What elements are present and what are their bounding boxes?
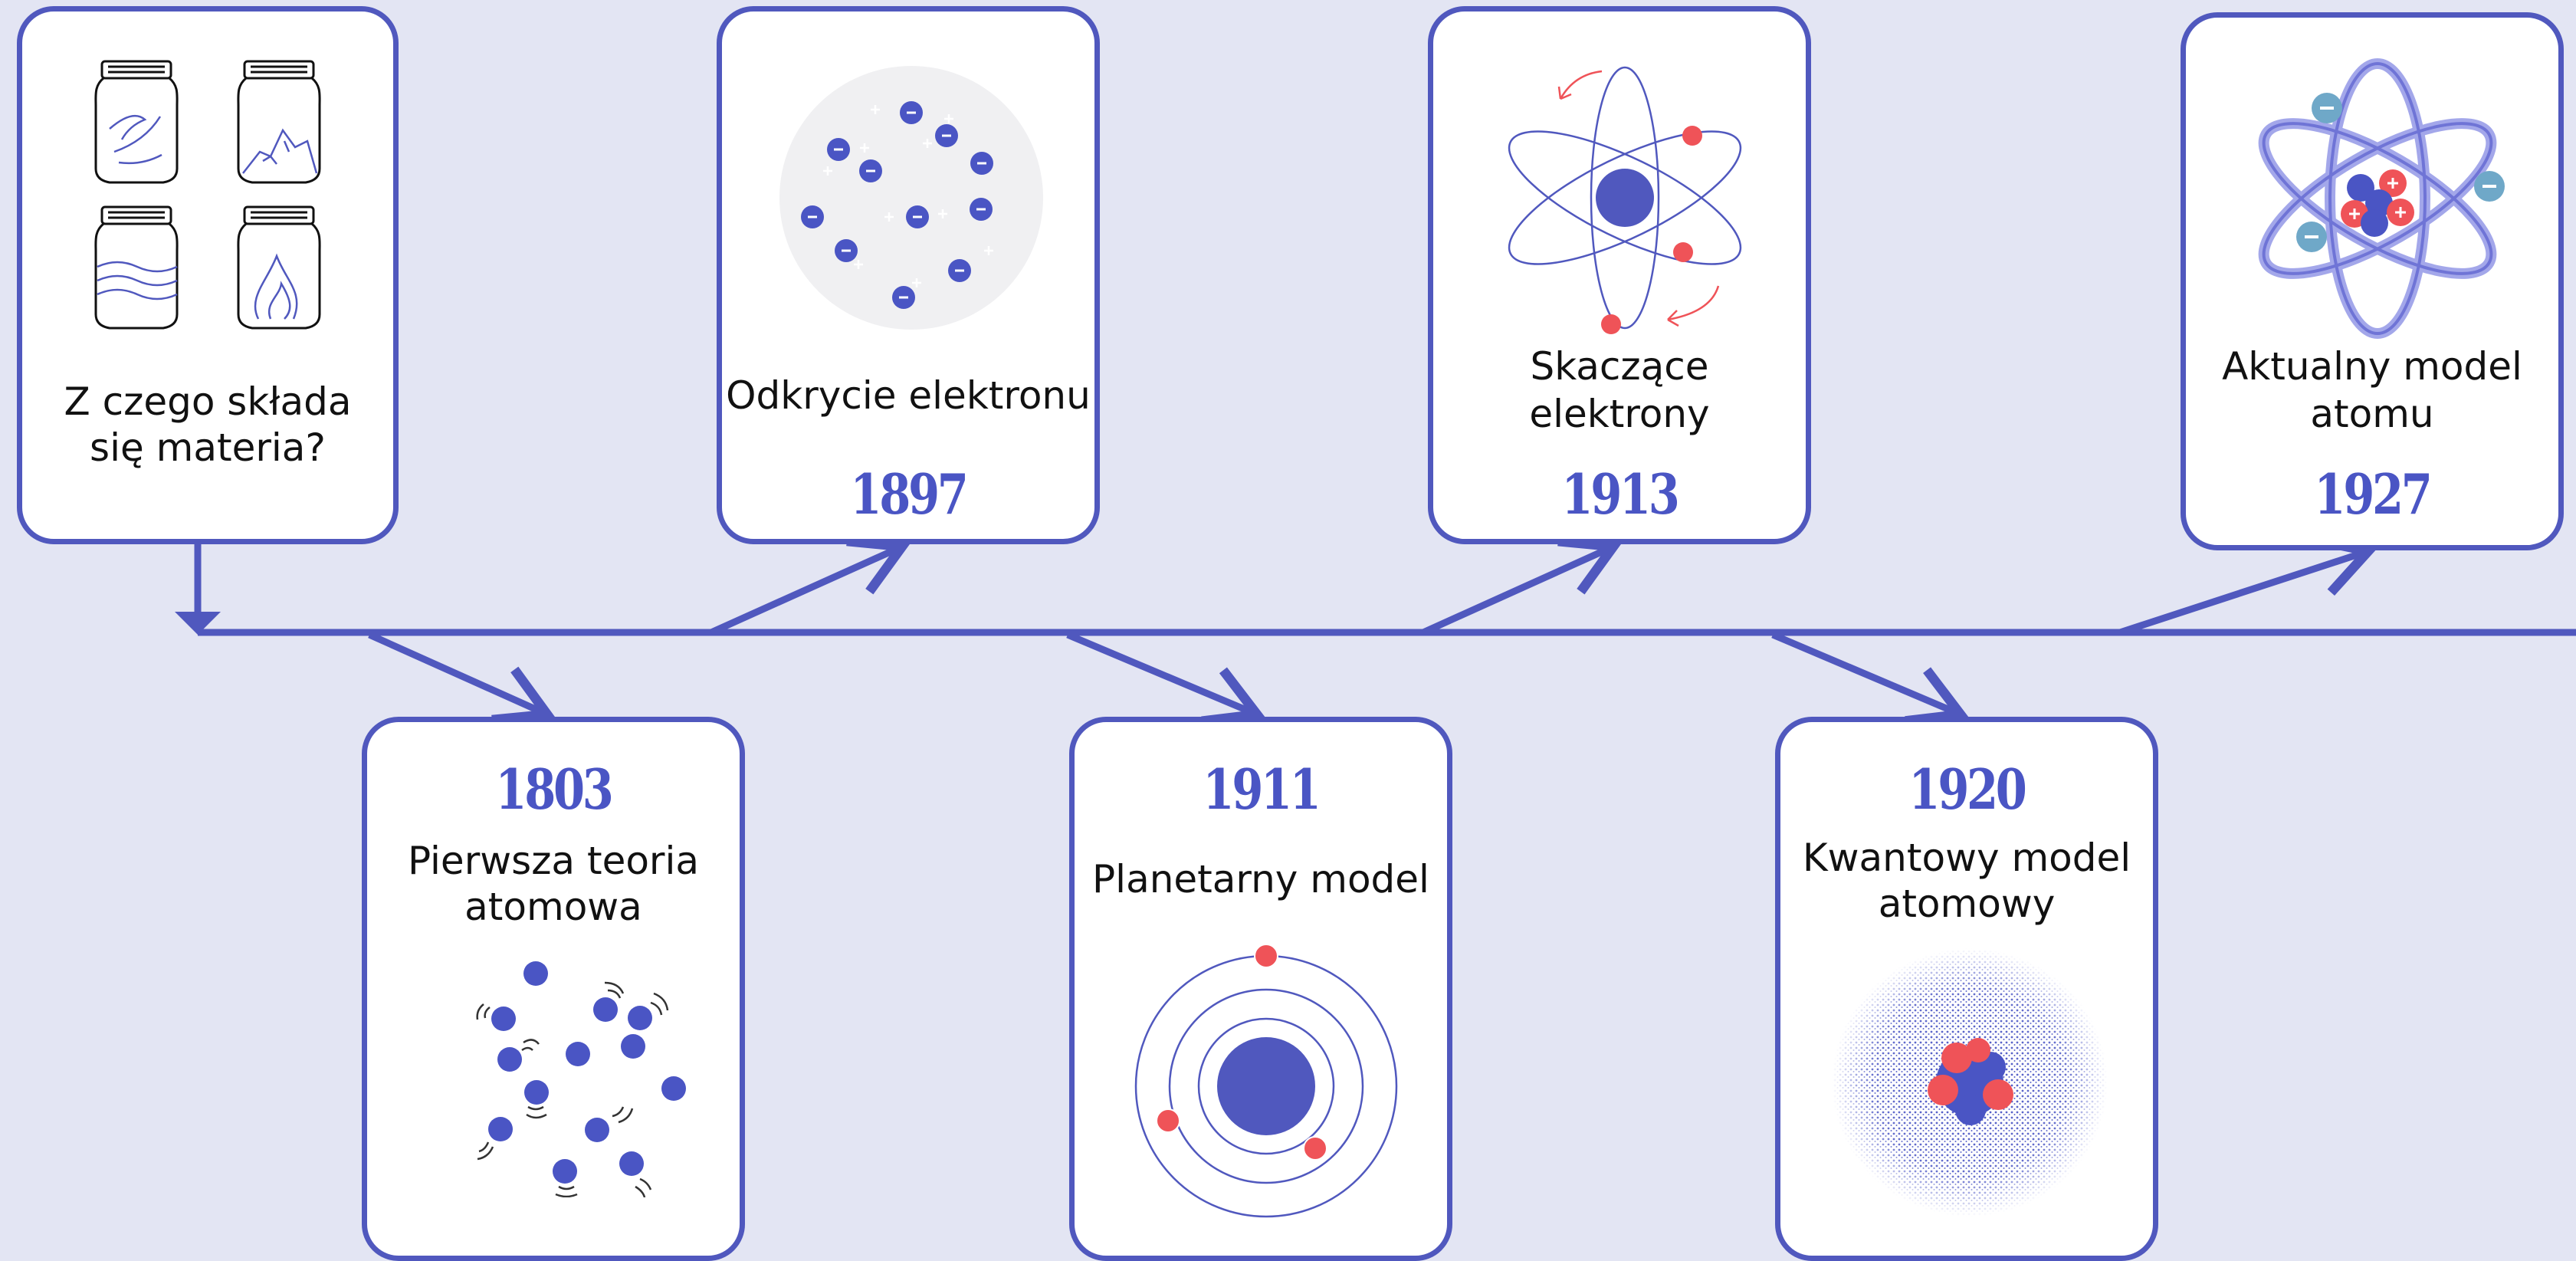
- arrow-1927: [2118, 535, 2378, 636]
- card-1920-year: 1920: [1908, 757, 2026, 822]
- card-1911-title-line1: Planetarny model: [1092, 857, 1429, 901]
- card-1927-year: 1927: [2314, 461, 2432, 527]
- card-1803[interactable]: 1803 Pierwsza teoria atomowa: [362, 717, 745, 1261]
- card-1803-title-line2: atomowa: [464, 885, 642, 929]
- card-start-title-line2: się materia?: [90, 425, 326, 470]
- arrow-1920: [1771, 631, 1970, 726]
- arrow-1911: [1066, 631, 1266, 726]
- start-arrow-head: [175, 612, 221, 635]
- card-1920-title-line2: atomowy: [1878, 882, 2056, 926]
- card-1897-year: 1897: [850, 461, 968, 527]
- card-1927-title-line1: Aktualny model: [2222, 344, 2522, 389]
- arrow-1913: [1422, 536, 1623, 636]
- bohr-orbits-icon: [1508, 66, 1742, 334]
- card-1913[interactable]: Skaczące elektrony 1913: [1428, 6, 1811, 544]
- card-1897-title-line1: Odkrycie elektronu: [726, 373, 1091, 418]
- moving-particles-icon: [476, 961, 686, 1197]
- card-1911-year: 1911: [1203, 757, 1321, 822]
- card-1913-title-line1: Skaczące: [1530, 344, 1709, 389]
- card-1920-title-line1: Kwantowy model: [1802, 836, 2131, 880]
- card-1927-title-line2: atomu: [2310, 392, 2434, 436]
- modern-atom-icon: [2258, 58, 2505, 339]
- electron-cloud-icon: [1832, 948, 2108, 1217]
- plum-pudding-icon: [779, 66, 1043, 330]
- card-1920[interactable]: 1920 Kwantowy model atomowy: [1775, 717, 2158, 1261]
- card-start-title-line1: Z czego składa: [64, 379, 352, 424]
- planetary-model-icon: [1134, 944, 1398, 1218]
- four-jars-icon: [94, 60, 321, 330]
- card-1911[interactable]: 1911 Planetarny model: [1069, 717, 1452, 1261]
- card-1913-year: 1913: [1561, 461, 1679, 527]
- card-1897[interactable]: Odkrycie elektronu 1897: [717, 6, 1100, 544]
- card-1913-title-line2: elektrony: [1529, 392, 1710, 436]
- card-1803-title-line1: Pierwsza teoria: [407, 839, 700, 883]
- card-start[interactable]: Z czego składa się materia?: [17, 6, 399, 544]
- card-1927[interactable]: Aktualny model atomu 1927: [2181, 12, 2564, 550]
- arrow-1897: [710, 536, 911, 636]
- arrow-1803: [368, 631, 556, 725]
- card-1803-year: 1803: [495, 757, 613, 822]
